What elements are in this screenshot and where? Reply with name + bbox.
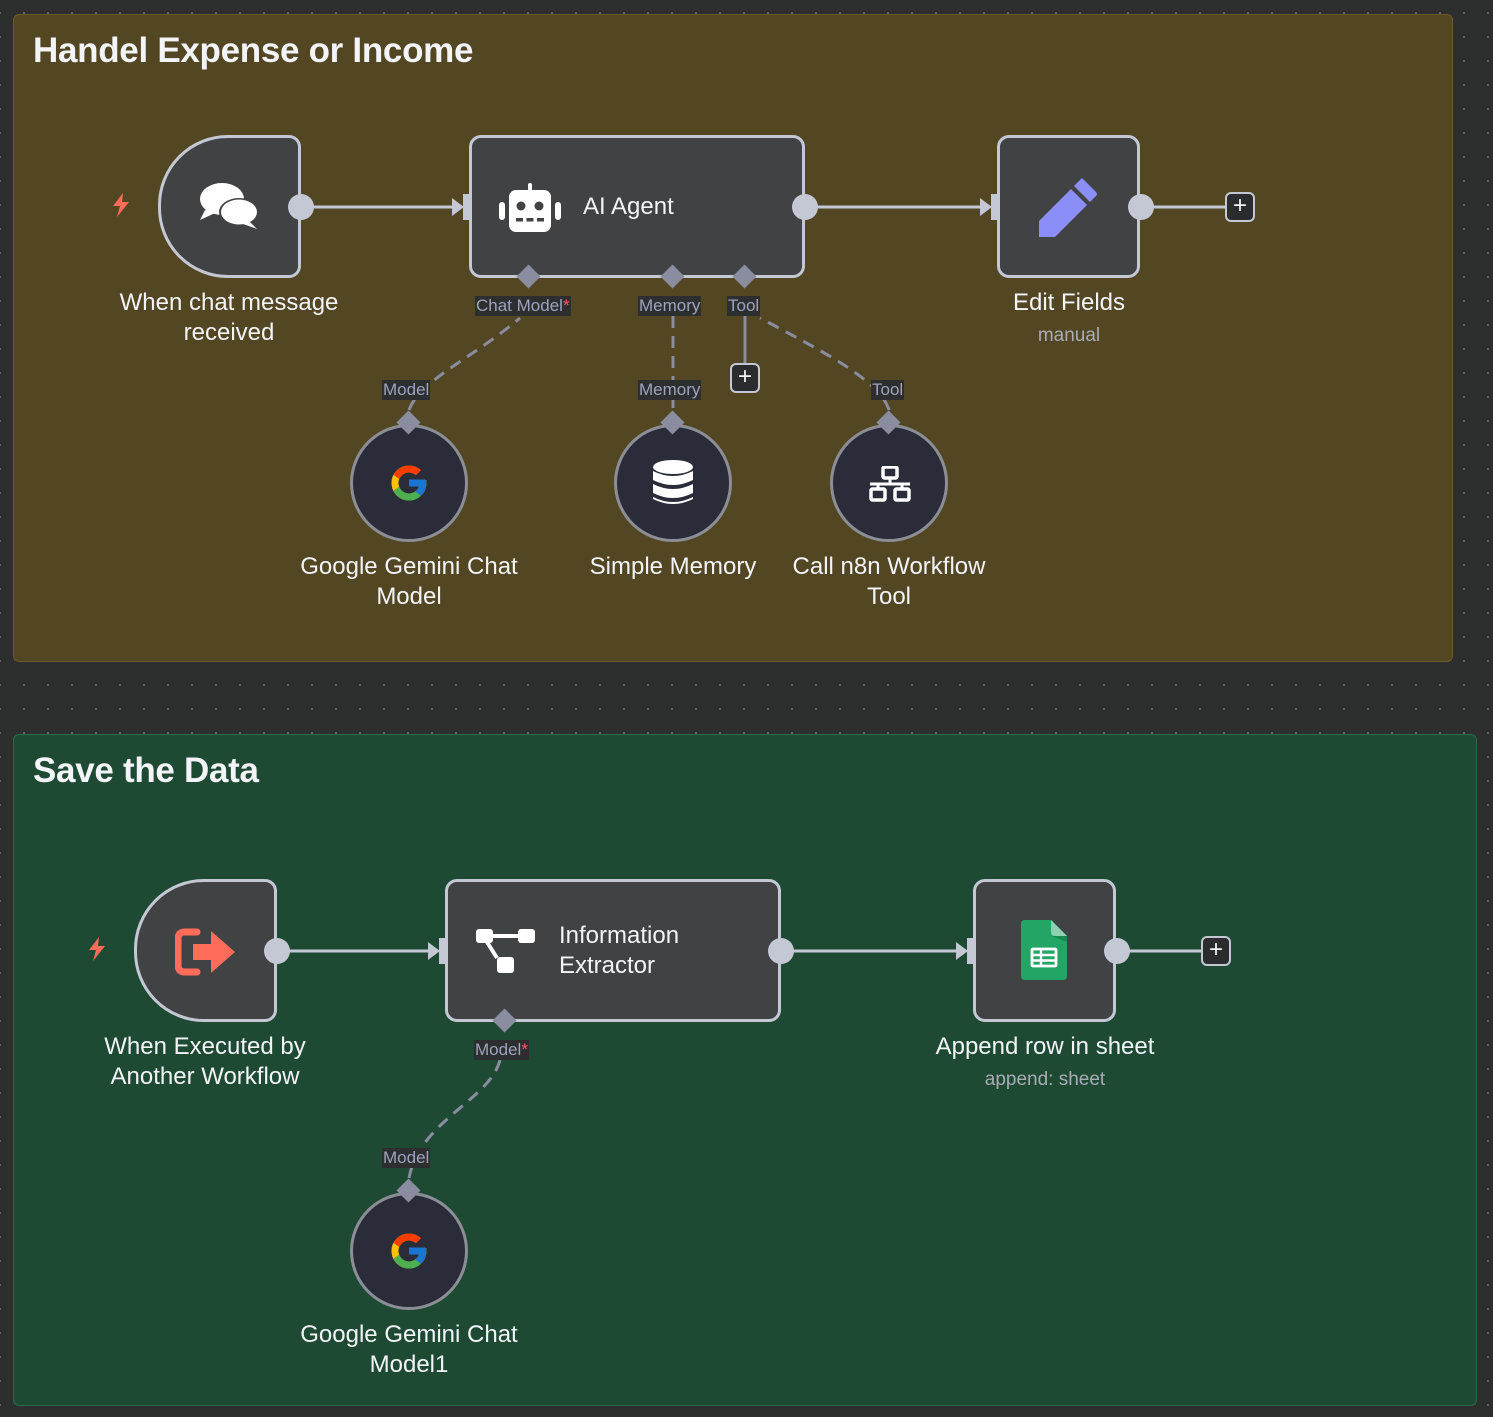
- connector-label-tool: Tool: [727, 296, 761, 316]
- node-title-line: Another Workflow: [110, 1063, 300, 1090]
- sign-out-arrow-icon: [175, 928, 235, 976]
- sticky-note-save-data[interactable]: Save the Data: [13, 734, 1477, 1406]
- node-google-gemini-chat-model1[interactable]: [350, 1192, 468, 1310]
- lightning-bolt-icon: [89, 937, 105, 961]
- google-sheets-icon: [1021, 920, 1067, 980]
- node-title: Edit Fields: [1012, 289, 1126, 316]
- node-google-gemini-chat-model[interactable]: [350, 424, 468, 542]
- node-title-line: Extractor: [559, 952, 656, 979]
- connector-label-tool-in: Tool: [871, 380, 905, 400]
- extractor-tree-icon: [476, 929, 535, 973]
- node-title-line: received: [183, 319, 275, 346]
- label-text: Model: [475, 1040, 522, 1059]
- sticky-title: Save the Data: [33, 751, 259, 790]
- node-title: Simple Memory: [589, 553, 757, 580]
- node-title: Call n8n Workflow Tool: [759, 552, 1019, 612]
- node-when-chat-message-received[interactable]: [158, 135, 301, 278]
- google-g-icon: [391, 465, 427, 501]
- sitemap-icon: [869, 466, 911, 502]
- node-title: AI Agent: [583, 193, 674, 220]
- node-title-line: When chat message: [119, 289, 339, 316]
- node-subtitle: append: sheet: [984, 1069, 1106, 1090]
- add-tool-button[interactable]: +: [730, 363, 760, 393]
- node-title-line: Model: [376, 583, 442, 610]
- node-subtitle: manual: [1037, 325, 1101, 346]
- connector-label-memory-in: Memory: [638, 380, 702, 400]
- node-simple-memory[interactable]: [614, 424, 732, 542]
- add-node-button[interactable]: +: [1201, 936, 1231, 966]
- node-title: Google Gemini Chat Model1: [269, 1320, 549, 1380]
- node-title-line: Information: [559, 922, 680, 949]
- output-handle[interactable]: [288, 194, 314, 220]
- node-title: Google Gemini Chat Model: [269, 552, 549, 612]
- output-handle[interactable]: [1104, 938, 1130, 964]
- node-title: When chat message received: [88, 288, 370, 348]
- robot-icon: [499, 183, 561, 232]
- output-handle[interactable]: [1128, 194, 1154, 220]
- node-title: Information Extractor: [559, 921, 679, 981]
- node-title-line: Call n8n Workflow: [792, 553, 986, 580]
- output-handle[interactable]: [792, 194, 818, 220]
- label-text: Chat Model: [476, 296, 563, 315]
- node-title-line: Google Gemini Chat: [300, 553, 518, 580]
- connector-label-model: Model: [382, 380, 431, 400]
- node-information-extractor[interactable]: Information Extractor: [445, 879, 781, 1022]
- chat-bubbles-icon: [200, 183, 259, 229]
- database-icon: [653, 460, 693, 504]
- connector-label-chat-model: Chat Model*: [475, 296, 571, 316]
- pencil-icon: [1039, 178, 1097, 237]
- node-title-line: When Executed by: [104, 1033, 306, 1060]
- node-append-row-in-sheet[interactable]: [973, 879, 1116, 1022]
- add-node-button[interactable]: +: [1225, 192, 1255, 222]
- node-title-line: Model1: [369, 1351, 449, 1378]
- node-call-n8n-workflow-tool[interactable]: [830, 424, 948, 542]
- google-g-icon: [391, 1233, 427, 1269]
- connector-label-model-in: Model: [382, 1148, 431, 1168]
- sticky-note-handle-expense[interactable]: Handel Expense or Income: [13, 14, 1453, 662]
- required-mark: *: [521, 1040, 528, 1059]
- output-handle[interactable]: [264, 938, 290, 964]
- node-when-executed-by-another-workflow[interactable]: [134, 879, 277, 1022]
- connector-label-model: Model*: [474, 1040, 529, 1060]
- sticky-title: Handel Expense or Income: [33, 31, 474, 70]
- output-handle[interactable]: [768, 938, 794, 964]
- connector-label-memory: Memory: [638, 296, 702, 316]
- required-mark: *: [562, 296, 570, 315]
- node-title-line: Tool: [866, 583, 912, 610]
- node-title: Append row in sheet: [935, 1033, 1155, 1060]
- node-ai-agent[interactable]: AI Agent: [469, 135, 805, 278]
- node-title-line: Google Gemini Chat: [300, 1321, 518, 1348]
- node-title: When Executed by Another Workflow: [64, 1032, 346, 1092]
- node-edit-fields[interactable]: [997, 135, 1140, 278]
- lightning-bolt-icon: [113, 193, 129, 217]
